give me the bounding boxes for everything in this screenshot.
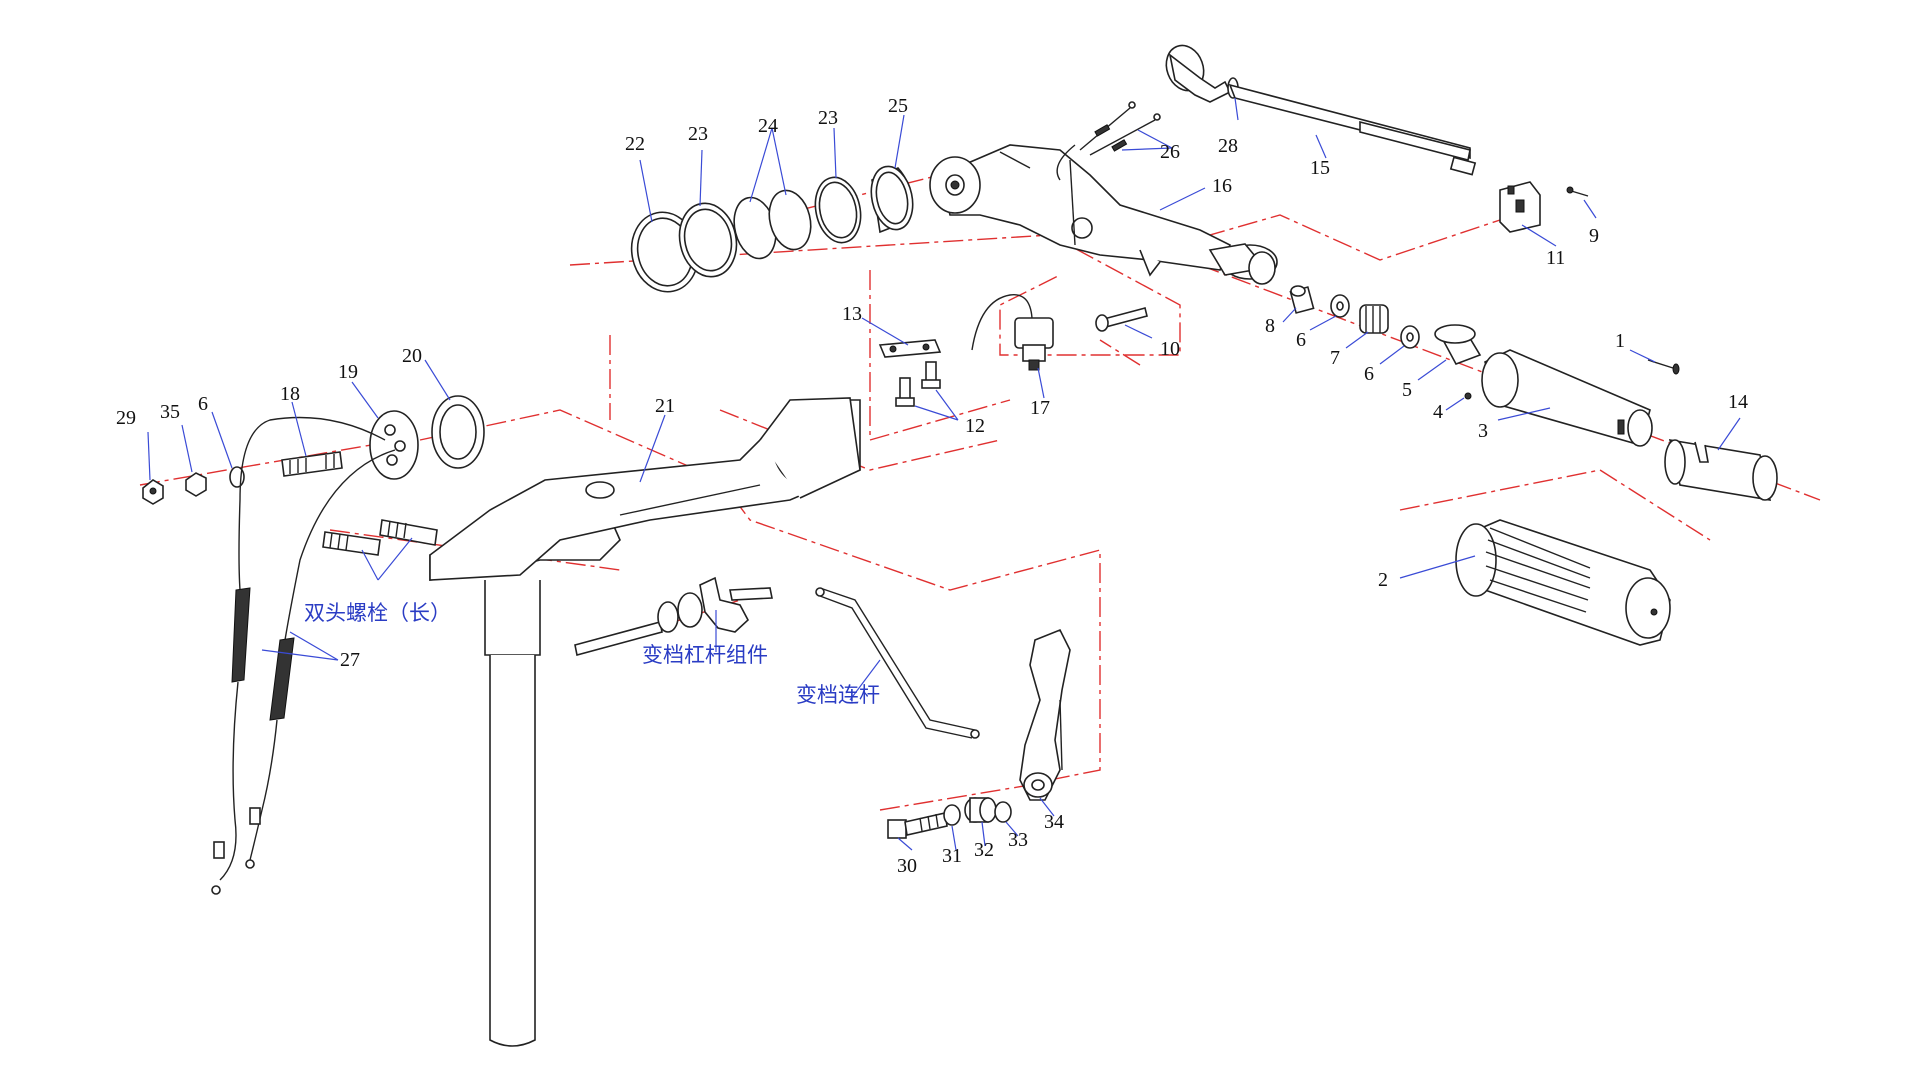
callout-6a: 6: [1296, 329, 1306, 351]
part-1-screw: [1647, 359, 1680, 375]
callout-29: 29: [116, 407, 136, 429]
part-25-bushing: [870, 165, 914, 234]
callout-27: 27: [340, 649, 360, 671]
part-31-washer: [943, 804, 961, 826]
callout-8: 8: [1265, 315, 1275, 337]
callout-30: 30: [897, 855, 917, 877]
shift-lever-assembly: [574, 576, 773, 656]
part-19-cable-bracket: [369, 410, 419, 480]
part-6-washer-a: [1330, 294, 1350, 318]
part-33-clip: [994, 801, 1012, 823]
callout-31: 31: [942, 845, 962, 867]
part-7-spring: [1359, 304, 1389, 334]
callout-4: 4: [1433, 401, 1443, 423]
part-16-steering-housing: [929, 144, 1278, 285]
chinese-labels: 双头螺栓（长） 变档杠杆组件 变档连杆: [304, 601, 880, 707]
part-8-bushing: [1289, 285, 1315, 314]
callout-2: 2: [1378, 569, 1388, 591]
part-5-collar: [1434, 324, 1482, 365]
part-27-throttle-cables: [211, 416, 396, 895]
part-30-bolt: [887, 812, 948, 839]
callout-14: 14: [1728, 391, 1748, 413]
label-shift-link: 变档连杆: [796, 683, 880, 707]
part-6-washer-b: [1400, 325, 1420, 349]
part-26-screws: [1056, 101, 1161, 181]
callout-34: 34: [1044, 811, 1064, 833]
part-3-throttle-tube: [1481, 349, 1653, 447]
callout-5: 5: [1402, 379, 1412, 401]
callout-11: 11: [1546, 247, 1565, 269]
callout-15: 15: [1310, 157, 1330, 179]
part-24-lock-rings: [733, 189, 812, 260]
callout-6c: 6: [198, 393, 208, 415]
part-18-stud: [281, 451, 343, 477]
callout-13: 13: [842, 303, 862, 325]
part-28-friction-knob: [1165, 44, 1239, 103]
callout-10: 10: [1160, 338, 1180, 360]
part-15-friction-rod: [1228, 83, 1477, 176]
callout-16: 16: [1212, 175, 1232, 197]
part-12-screws: [895, 361, 941, 407]
label-shift-lever-assembly: 变档杠杆组件: [642, 643, 768, 667]
callout-3: 3: [1478, 420, 1488, 442]
shift-link-rod: [815, 587, 980, 739]
part-21-tiller-arm: [429, 397, 861, 1047]
callout-18: 18: [280, 383, 300, 405]
callout-1: 1: [1615, 330, 1625, 352]
label-stud-bolt-long: 双头螺栓（长）: [304, 601, 451, 625]
part-34-shift-handle: [1019, 628, 1071, 801]
callout-28: 28: [1218, 135, 1238, 157]
callout-12: 12: [965, 415, 985, 437]
part-32-bushing: [964, 797, 997, 823]
callout-23a: 23: [688, 123, 708, 145]
part-13-plate: [878, 339, 942, 358]
callout-17: 17: [1030, 397, 1050, 419]
callout-19: 19: [338, 361, 358, 383]
callout-33: 33: [1008, 829, 1028, 851]
part-14-grip-cap: [1664, 439, 1778, 501]
part-2-throttle-grip: [1455, 519, 1671, 646]
stud-bolts-long: [322, 519, 438, 556]
callout-24: 24: [758, 115, 778, 137]
part-11-bracket: [1499, 181, 1541, 233]
callout-21: 21: [655, 395, 675, 417]
callout-6b: 6: [1364, 363, 1374, 385]
callout-32: 32: [974, 839, 994, 861]
callout-25: 25: [888, 95, 908, 117]
part-20-seal: [431, 395, 485, 469]
callout-20: 20: [402, 345, 422, 367]
callout-9: 9: [1589, 225, 1599, 247]
callout-26: 26: [1160, 141, 1180, 163]
callout-35: 35: [160, 401, 180, 423]
part-23-washer-a: [678, 202, 738, 278]
part-17-switch: [971, 294, 1054, 371]
callout-23b: 23: [818, 107, 838, 129]
part-10-screw: [1095, 307, 1148, 332]
part-9-pin: [1566, 186, 1589, 197]
part-29-nut: [142, 479, 164, 505]
part-23-washer-b: [814, 176, 862, 244]
callout-7: 7: [1330, 347, 1340, 369]
callout-numbers: 1 2 3 4 5 6 6 6 7 8 9 10 11 12 13 14 15 …: [116, 95, 1748, 877]
part-35-nut: [185, 472, 207, 497]
leader-lines: [147, 97, 1741, 851]
callout-22: 22: [625, 133, 645, 155]
assembly-axis-lines: [139, 159, 1821, 811]
part-4-key: [1464, 392, 1472, 400]
